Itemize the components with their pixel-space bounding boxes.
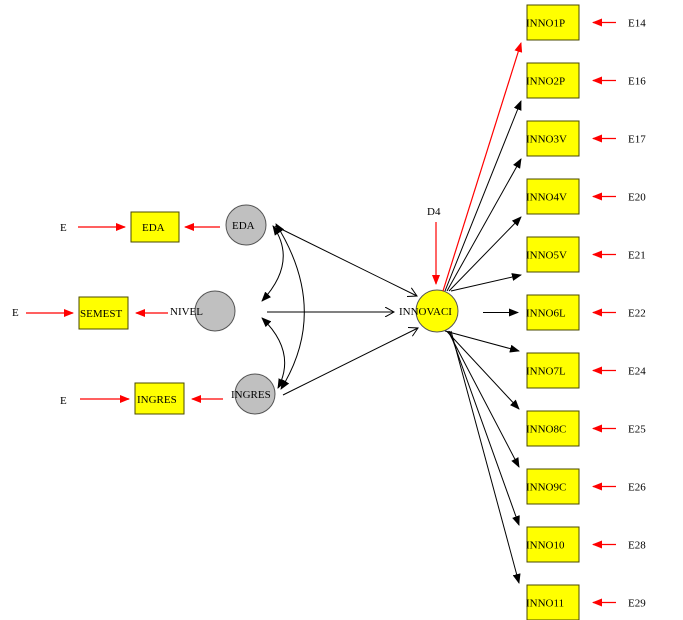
loading-path: [444, 330, 520, 353]
loading-path: [448, 216, 522, 292]
indicator-box: [526, 526, 580, 563]
error-label: E25: [628, 424, 646, 436]
error-label: E: [60, 222, 67, 234]
latent-label: INGRES: [231, 389, 271, 401]
indicator-box: [130, 211, 180, 243]
indicator-row: INNO2P E16: [444, 62, 646, 292]
disturbance-label: D4: [427, 206, 441, 218]
path-eda-innovaci: [274, 225, 417, 296]
exogenous-group: E EDA EDA E SEMEST NIVEL E INGRES INGRES: [12, 204, 276, 415]
indicator-box: [526, 4, 580, 41]
error-label: E20: [628, 192, 646, 204]
loading-path: [444, 100, 522, 292]
path-ingres-innovaci: [282, 328, 418, 396]
indicator-box: [526, 468, 580, 505]
indicator-label: INNO8C: [526, 424, 566, 436]
error-label: E17: [628, 134, 646, 146]
error-label: E16: [628, 76, 646, 88]
structural-paths: [267, 225, 418, 396]
indicator-box: [526, 178, 580, 215]
indicator-label: INNO1P: [526, 18, 565, 30]
covariance-eda-nivel: [261, 225, 284, 302]
error-label: E21: [628, 250, 646, 262]
indicator-label: INNO10: [526, 540, 565, 552]
indicator-row: INNO3V E17: [446, 120, 646, 292]
loading-path: [447, 330, 520, 468]
indicator-row: INNO9C E26: [447, 330, 646, 505]
indicator-row: INNO4V E20: [448, 178, 646, 292]
error-label: E22: [628, 308, 646, 320]
indicator-box: [526, 62, 580, 99]
indicator-label: INNO11: [526, 598, 564, 610]
indicator-label: INGRES: [137, 394, 177, 406]
loading-path: [450, 273, 522, 292]
endogenous-group: D4 INNOVACI: [399, 206, 459, 333]
indicator-box: [134, 382, 185, 415]
latent-label: NIVEL: [170, 306, 203, 318]
error-label: E: [12, 307, 19, 319]
latent-label: EDA: [232, 220, 255, 232]
latent-node: [225, 204, 267, 246]
error-label: E28: [628, 540, 646, 552]
indicator-row: INNO8C E25: [446, 330, 646, 447]
covariance-curves: [261, 223, 305, 390]
indicator-row: INNO1P E14: [442, 4, 646, 292]
error-label: E29: [628, 598, 646, 610]
error-label: E: [60, 395, 67, 407]
indicator-label: INNO4V: [526, 192, 567, 204]
indicator-label: INNO5V: [526, 250, 567, 262]
indicator-row: INNO7L E24: [444, 330, 646, 389]
indicator-box: [526, 584, 580, 620]
indicator-label: EDA: [142, 222, 165, 234]
indicator-label: INNO3V: [526, 134, 567, 146]
loading-path: [449, 330, 520, 526]
indicator-box: [526, 294, 580, 331]
indicator-row: INNO11 E29: [450, 330, 646, 620]
indicator-label: SEMEST: [80, 308, 122, 320]
error-label: E26: [628, 482, 646, 494]
indicator-box: [78, 296, 129, 330]
indicator-row: INNO6L E22: [483, 294, 646, 331]
error-label: E24: [628, 366, 646, 378]
indicator-label: INNO2P: [526, 76, 565, 88]
loading-path: [442, 42, 523, 292]
indicator-box: [526, 352, 580, 389]
latent-node: [194, 290, 236, 332]
indicator-row: INNO10 E28: [449, 330, 646, 563]
loading-path: [450, 330, 521, 584]
indicator-label: INNO7L: [526, 366, 566, 378]
loading-path: [446, 330, 520, 410]
indicator-label: INNO6L: [526, 308, 566, 320]
indicator-box: [526, 120, 580, 157]
indicator-row: INNO5V E21: [450, 236, 646, 292]
indicator-box: [526, 236, 580, 273]
indicator-box: [526, 410, 580, 447]
indicator-label: INNO9C: [526, 482, 566, 494]
loading-path: [446, 158, 522, 292]
error-label: E14: [628, 18, 646, 30]
covariance-eda-ingres: [275, 223, 305, 390]
innovaci-label: INNOVACI: [399, 306, 452, 318]
innovaci-node: [415, 289, 459, 333]
